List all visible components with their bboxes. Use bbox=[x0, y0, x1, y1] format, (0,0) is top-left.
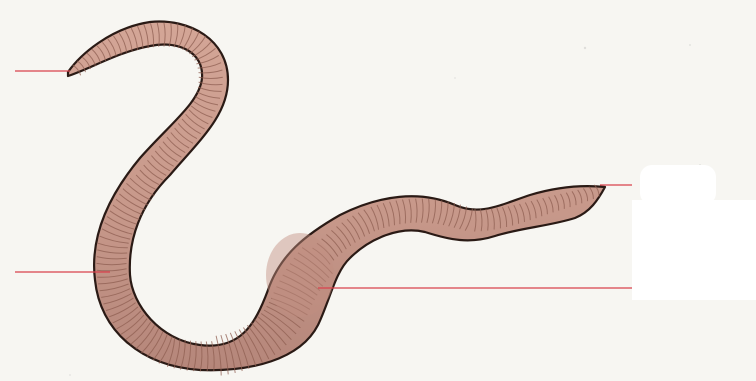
blank-label-box-top bbox=[640, 165, 716, 205]
blank-label-box-bottom bbox=[632, 200, 756, 300]
clitellum bbox=[266, 233, 334, 317]
earthworm-body bbox=[68, 22, 605, 376]
